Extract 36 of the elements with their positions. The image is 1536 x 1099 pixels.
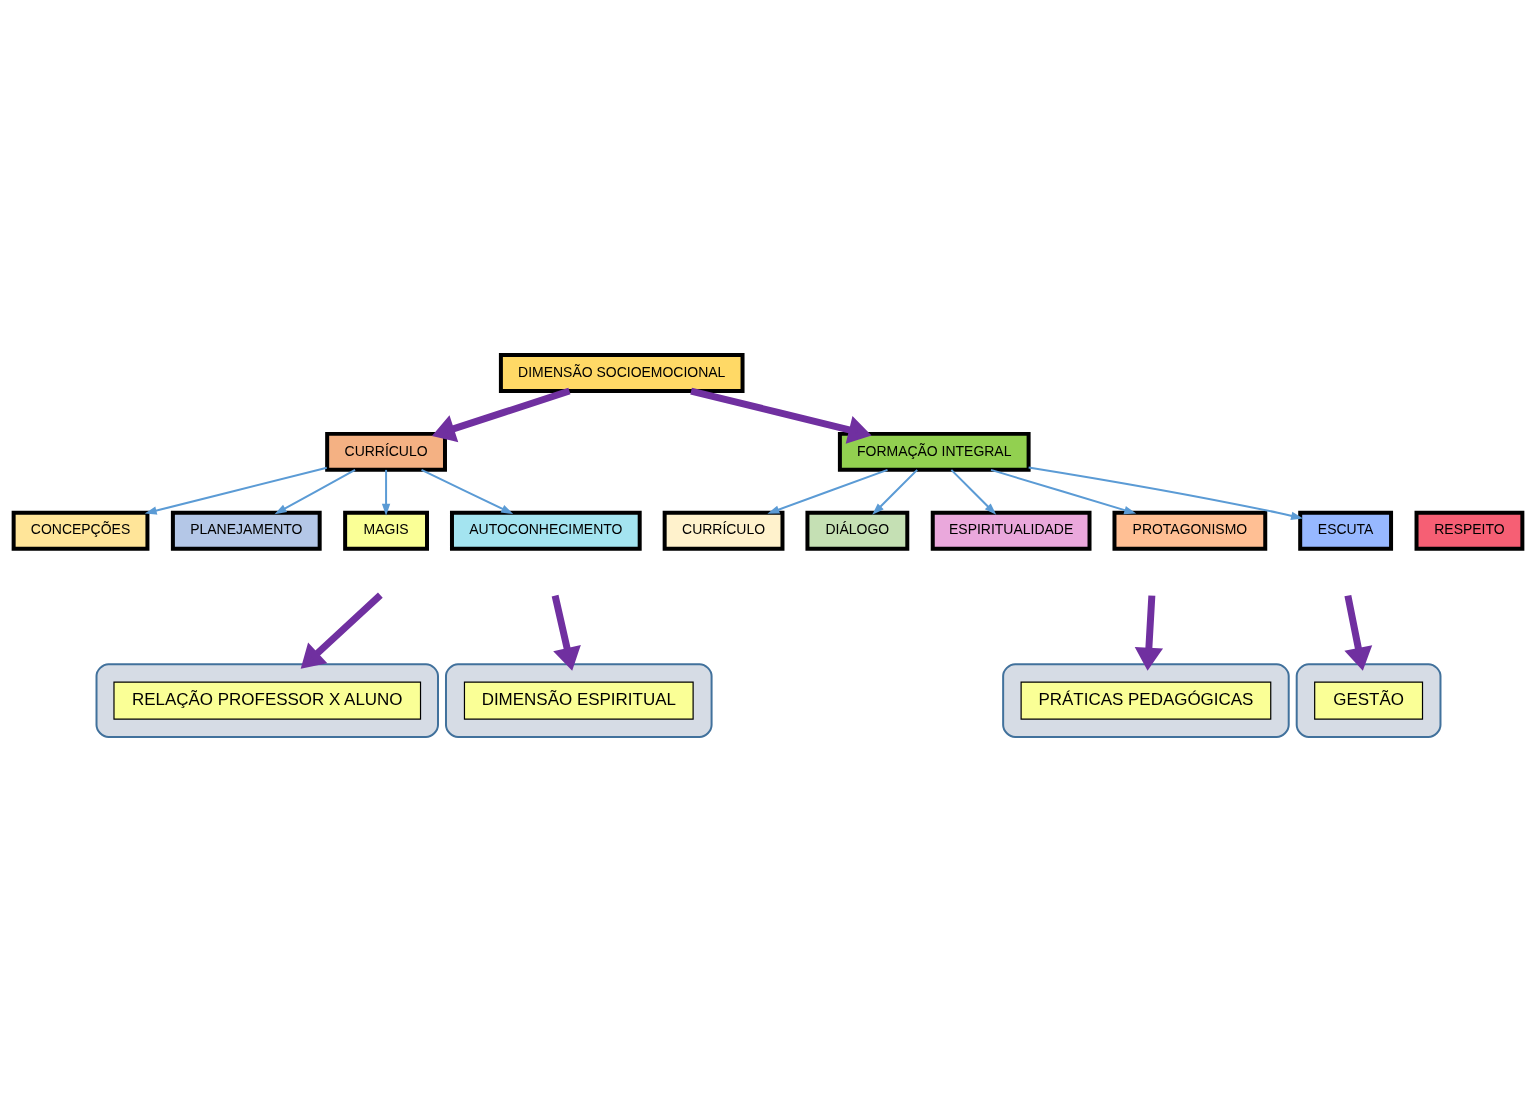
- arrow: [144, 466, 328, 515]
- arrow: [381, 468, 391, 516]
- arrow: [1027, 465, 1304, 520]
- arrow: [950, 468, 997, 515]
- node-box: PRÁTICAS PEDAGÓGICAS: [1020, 681, 1272, 720]
- arrow: [767, 468, 889, 514]
- node-box: FORMAÇÃO INTEGRAL: [837, 431, 1031, 472]
- cluster: [1295, 662, 1442, 738]
- arrow: [872, 468, 919, 515]
- cluster: [1002, 662, 1290, 738]
- node-box: ESPIRITUALIDADE: [930, 510, 1092, 551]
- arrow: [989, 468, 1137, 514]
- node-box: DIMENSÃO ESPIRITUAL: [463, 681, 694, 720]
- node-box: CURRÍCULO: [325, 431, 447, 472]
- cluster: [95, 662, 439, 738]
- node-box: RESPEITO: [1414, 510, 1525, 551]
- node-box: DIMENSÃO SOCIOEMOCIONAL: [498, 352, 745, 393]
- arrow: [1134, 594, 1164, 671]
- node-box: GESTÃO: [1314, 681, 1424, 720]
- arrow: [431, 387, 571, 442]
- node-box: RELAÇÃO PROFESSOR X ALUNO: [113, 681, 422, 720]
- arrow: [274, 468, 357, 514]
- arrow: [551, 594, 581, 671]
- node-box: ESCUTA: [1298, 510, 1394, 551]
- cluster: [445, 662, 713, 738]
- node-box: PLANEJAMENTO: [170, 510, 322, 551]
- arrow: [690, 387, 872, 444]
- node-box: AUTOCONHECIMENTO: [450, 510, 642, 551]
- arrow: [420, 468, 514, 514]
- node-box: MAGIS: [343, 510, 429, 551]
- arrow: [1344, 594, 1373, 671]
- node-box: CURRÍCULO: [662, 510, 785, 551]
- node-box: CONCEPÇÕES: [11, 510, 150, 551]
- node-box: PROTAGONISMO: [1112, 510, 1268, 551]
- node-box: DIÁLOGO: [805, 510, 910, 551]
- arrow: [300, 592, 383, 669]
